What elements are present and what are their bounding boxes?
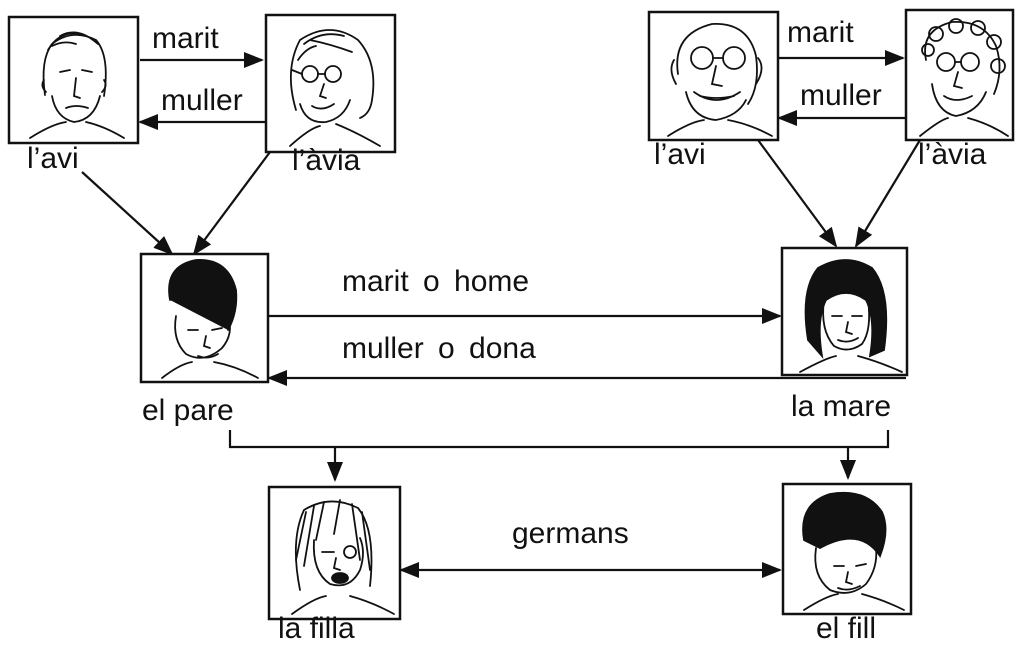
- paternal-grandmother-label: l’àvia: [292, 144, 361, 177]
- paternal-grandfather-portrait: [7, 15, 140, 145]
- paternal-grandfather-label: l’avi: [27, 142, 79, 175]
- parents-husband-label: marit o home: [342, 265, 530, 298]
- maternal-husband-label: marit: [787, 16, 854, 49]
- paternal-grandfather-to-father-arrow: [81, 171, 174, 256]
- siblings-label: germans: [512, 517, 629, 550]
- maternal-grandfather-to-mother-arrow: [757, 139, 838, 248]
- mother-portrait: [780, 246, 909, 377]
- father-label: el pare: [142, 394, 234, 427]
- daughter-portrait: [267, 485, 402, 621]
- maternal-grandfather-label: l’avi: [654, 138, 706, 171]
- mother-label: la mare: [791, 390, 892, 423]
- daughter-label: la filla: [278, 612, 355, 645]
- maternal-grandfather-portrait: [647, 10, 780, 142]
- paternal-wife-label: muller: [161, 84, 243, 117]
- parents-wife-label: muller o dona: [342, 332, 536, 365]
- maternal-grandmother-portrait: [904, 8, 1015, 142]
- parents-to-children-bracket: [228, 430, 890, 449]
- paternal-husband-label: marit: [152, 22, 219, 55]
- son-label: el fill: [816, 612, 877, 645]
- paternal-grandmother-portrait: [264, 13, 397, 154]
- son-portrait: [781, 482, 913, 616]
- paternal-grandmother-to-father-arrow: [192, 151, 271, 256]
- father-portrait: [139, 252, 270, 384]
- maternal-grandmother-to-mother-arrow: [854, 139, 921, 248]
- maternal-wife-label: muller: [800, 79, 882, 112]
- maternal-grandmother-label: l’àvia: [918, 138, 987, 171]
